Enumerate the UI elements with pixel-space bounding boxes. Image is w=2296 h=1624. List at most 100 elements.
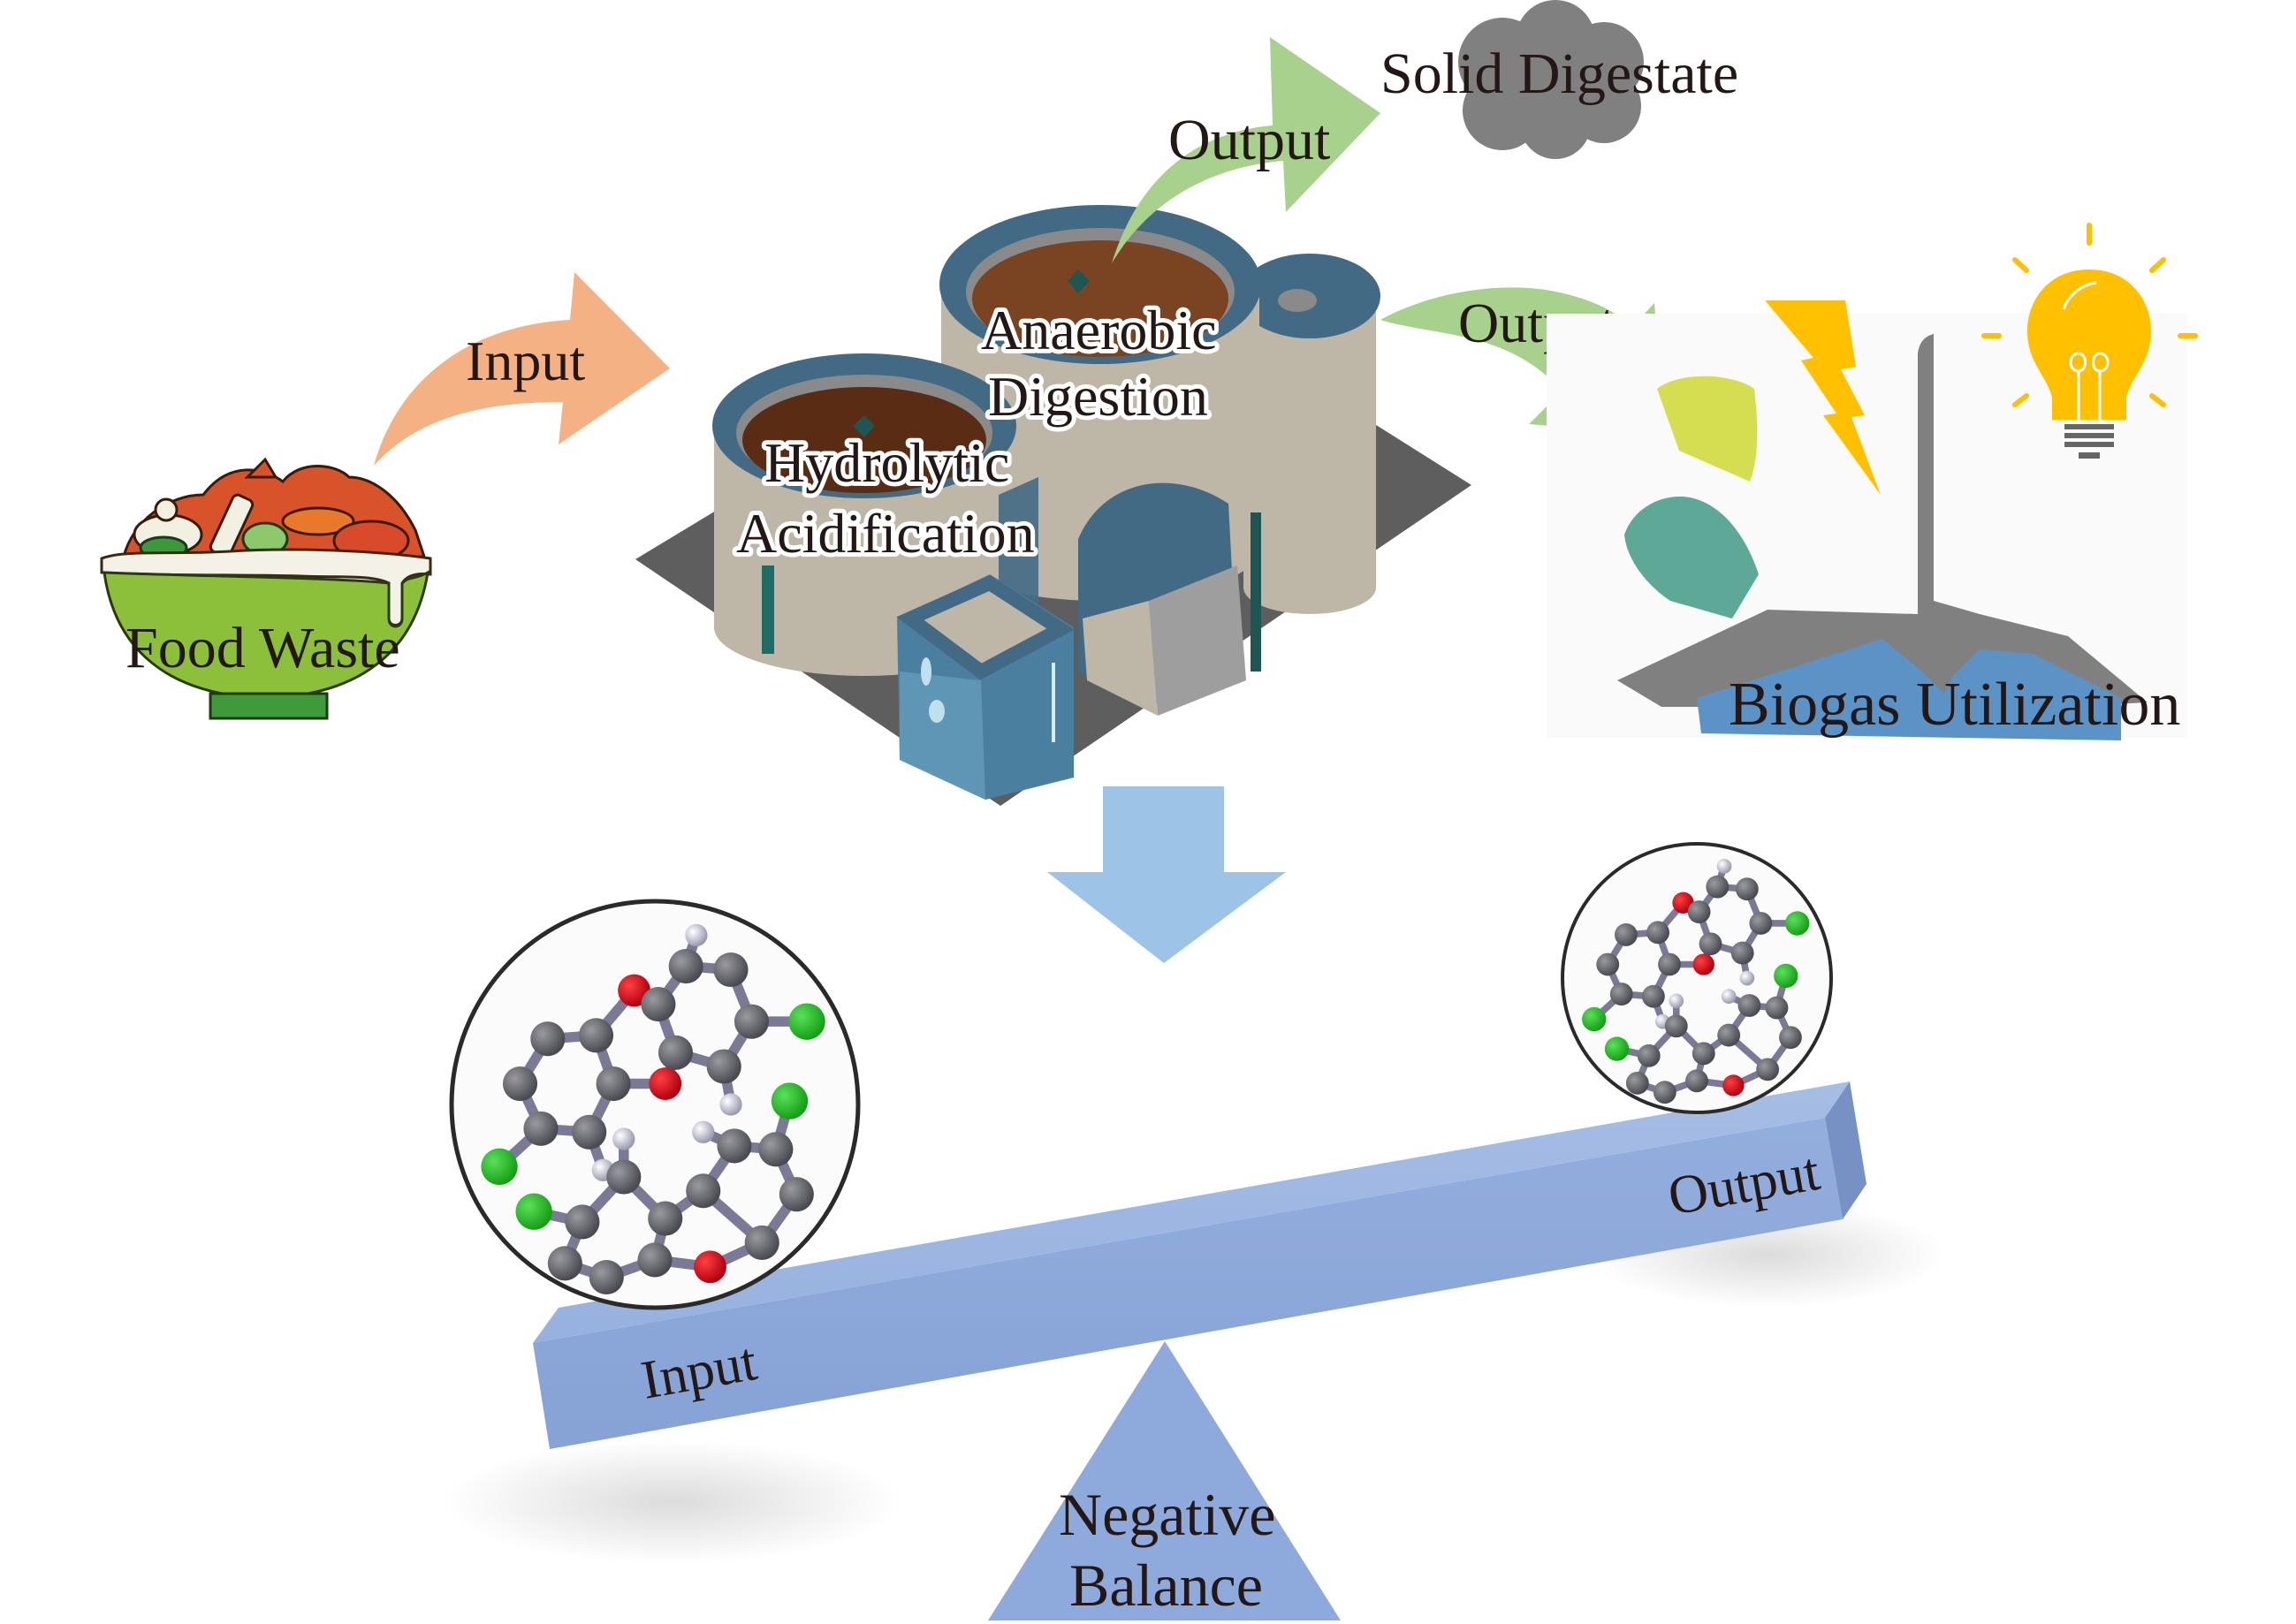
molecule-atom-c <box>1779 1026 1802 1050</box>
molecule-atom-h <box>685 923 708 947</box>
fulcrum-label-line-1: Negative <box>1059 1481 1275 1548</box>
molecule-atom-cl <box>771 1082 809 1119</box>
molecule-atom-c <box>1637 1043 1661 1067</box>
molecule-atom-cl <box>788 1003 825 1040</box>
molecule-atom-c <box>668 949 703 984</box>
molecule-atom-h <box>612 1127 635 1150</box>
molecule-atom-c <box>779 1177 814 1212</box>
food-waste-label: Food Waste <box>125 616 400 680</box>
biogas-utilization: Biogas Utilization <box>1547 223 2198 740</box>
beam-shadow-left <box>442 1440 901 1564</box>
digestion-plant: Hydrolytic Acidification Anaerobic Diges… <box>635 205 1471 806</box>
molecule-atom-c <box>1596 952 1620 976</box>
fulcrum-label-line-2: Balance <box>1069 1552 1263 1619</box>
molecule-atom-c <box>1765 996 1789 1020</box>
molecule-atom-c <box>606 1159 642 1195</box>
molecule-atom-o <box>694 1250 726 1284</box>
molecule-atom-c <box>596 1066 631 1102</box>
molecule-atom-c <box>530 1021 566 1057</box>
arrow-right-icon <box>374 272 670 466</box>
molecule-atom-c <box>578 1018 614 1053</box>
molecule-atom-c <box>1614 922 1638 946</box>
molecule-atom-c <box>502 1066 538 1102</box>
biogas-utilization-label: Biogas Utilization <box>1729 671 2180 739</box>
molecule-atom-c <box>1756 1058 1780 1081</box>
factory-icon <box>1617 334 2148 740</box>
molecule-atom-c <box>1687 900 1711 923</box>
molecule-atom-c <box>1735 877 1759 901</box>
molecule-atom-cl <box>515 1193 552 1230</box>
molecule-atom-c <box>1658 952 1681 976</box>
molecule-atom-c <box>565 1204 600 1240</box>
molecule-atom-c <box>1685 1069 1708 1093</box>
molecule-atom-c <box>523 1111 559 1146</box>
molecule-atom-cl <box>1785 911 1810 936</box>
molecule-atom-c <box>1625 1071 1649 1095</box>
arrow-down-icon <box>1047 786 1286 963</box>
output-arrow-solid-label: Output <box>1168 108 1330 172</box>
molecule-icon <box>1582 859 1810 1104</box>
molecule-atom-c <box>1717 1023 1741 1047</box>
molecule-atom-c <box>758 1132 794 1167</box>
molecule-atom-c <box>1653 1081 1676 1104</box>
fulcrum-triangle <box>988 1341 1341 1620</box>
molecule-atom-c <box>1641 984 1665 1008</box>
molecule-atom-c <box>686 1173 721 1209</box>
food-bowl-icon <box>100 457 432 720</box>
molecule-atom-h <box>1739 970 1755 986</box>
solid-digestate-label: Solid Digestate <box>1380 42 1738 106</box>
molecule-atom-c <box>1749 912 1773 935</box>
molecule-atom-cl <box>1582 1006 1607 1032</box>
molecule-atom-c <box>734 1004 770 1039</box>
molecule-atom-h <box>1669 993 1684 1009</box>
molecule-atom-c <box>1664 1014 1688 1038</box>
input-arrow: Input <box>374 272 670 466</box>
molecule-atom-c <box>1706 875 1730 899</box>
molecule-atom-c <box>706 1049 741 1084</box>
molecule-atom-c <box>1646 921 1669 945</box>
molecule-atom-h <box>1721 989 1737 1005</box>
molecule-atom-c <box>1737 994 1761 1017</box>
stage-2-label-line-2: Digestion <box>988 365 1208 428</box>
molecule-atom-cl <box>481 1148 518 1186</box>
cloud-icon <box>1458 0 1644 159</box>
molecule-atom-c <box>637 1242 673 1278</box>
molecule-atom-c <box>1730 941 1754 965</box>
molecule-atom-c <box>713 952 749 988</box>
molecule-atom-c <box>547 1246 582 1281</box>
stage-1-label-line-1: Hydrolytic <box>764 431 1009 494</box>
molecule-atom-c <box>1699 932 1722 956</box>
balance-beam: Input Output <box>533 1081 1866 1449</box>
arrow-right-icon <box>1112 37 1380 263</box>
output-molecule <box>1561 842 1833 1114</box>
molecule-atom-c <box>1692 1042 1715 1066</box>
molecule-atom-c <box>641 987 676 1022</box>
molecule-atom-cl <box>1774 963 1798 989</box>
molecule-atom-cl <box>1604 1036 1630 1061</box>
molecule-atom-c <box>589 1259 624 1295</box>
solid-digestate: Solid Digestate <box>1380 0 1738 159</box>
molecule-atom-c <box>717 1128 752 1164</box>
molecule-atom-c <box>1609 983 1633 1006</box>
molecule-atom-o <box>1722 1074 1745 1097</box>
balance-scale: Negative Balance Input Output <box>442 842 1944 1620</box>
digestion-plant-icon <box>635 205 1471 806</box>
light-bulb-icon <box>1981 223 2198 459</box>
molecule-atom-h <box>692 1120 715 1143</box>
input-arrow-label: Input <box>466 330 585 392</box>
molecule-atom-h <box>1716 859 1732 874</box>
molecule-atom-c <box>572 1114 607 1150</box>
output-arrow-solid: Output <box>1112 37 1380 263</box>
food-waste-bowl: Food Waste <box>100 457 432 720</box>
molecule-atom-o <box>1692 953 1714 975</box>
stage-2-label-line-1: Anaerobic <box>981 299 1217 361</box>
molecule-atom-c <box>648 1201 683 1236</box>
molecule-atom-c <box>658 1035 694 1070</box>
stage-1-label-line-2: Acidification <box>736 502 1035 565</box>
input-molecule <box>449 899 861 1310</box>
molecule-atom-c <box>744 1225 779 1260</box>
molecule-atom-o <box>649 1067 682 1100</box>
lightning-icon <box>1765 300 1881 495</box>
molecule-atom-h <box>719 1093 742 1116</box>
